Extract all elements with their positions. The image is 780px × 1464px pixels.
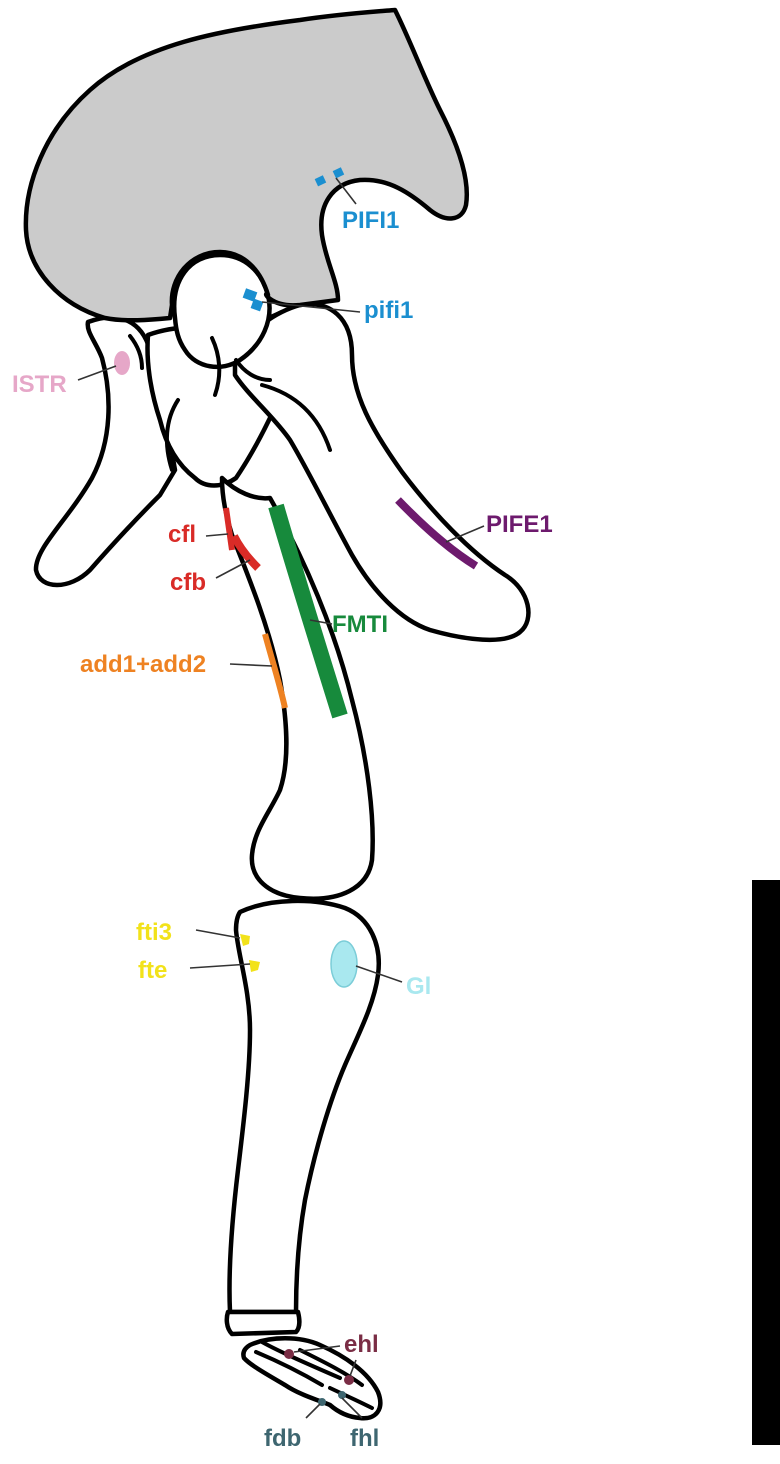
label-Gl: Gl (406, 973, 431, 1000)
leader-fdb (306, 1404, 320, 1418)
leader-add (230, 664, 272, 666)
tibia-distal-cap (227, 1312, 300, 1334)
label-FMTI: FMTI (332, 611, 388, 638)
istr-mark (114, 351, 130, 375)
label-fhl: fhl (350, 1425, 379, 1452)
label-fdb: fdb (264, 1425, 301, 1452)
gl-mark (331, 941, 357, 987)
leader-cfl (206, 534, 228, 536)
ehl-mark-b (344, 1375, 354, 1385)
ehl-mark-a (284, 1349, 294, 1359)
leader-fti3 (196, 930, 240, 938)
label-PIFE1: PIFE1 (486, 511, 553, 538)
label-cfl: cfl (168, 521, 196, 548)
label-fte: fte (138, 957, 167, 984)
label-fti3: fti3 (136, 919, 172, 946)
label-cfb: cfb (170, 569, 206, 596)
label-pifi1: pifi1 (364, 297, 413, 324)
label-ehl: ehl (344, 1331, 379, 1358)
fhl-mark (338, 1391, 346, 1399)
label-ISTR: ISTR (12, 371, 67, 398)
label-add: add1+add2 (80, 651, 206, 678)
label-PIFI1: PIFI1 (342, 207, 399, 234)
scale-bar (752, 880, 780, 1445)
